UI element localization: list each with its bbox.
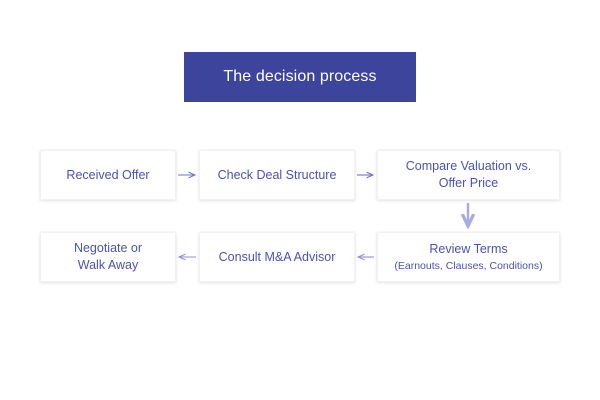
flow-node-label: Review Terms [429,241,508,256]
title-banner: The decision process [184,52,416,102]
flow-node-consult-advisor[interactable]: Consult M&A Advisor [199,232,355,282]
flow-node-compare-valuation[interactable]: Compare Valuation vs. Offer Price [377,150,560,200]
flow-node-negotiate-or-walk-away[interactable]: Negotiate or Walk Away [40,232,176,282]
page-title: The decision process [223,68,377,86]
flow-node-review-terms[interactable]: Review Terms (Earnouts, Clauses, Conditi… [377,232,560,282]
flow-node-label: Negotiate or Walk Away [73,241,143,272]
flow-node-label: Received Offer [66,167,150,182]
flow-node-check-deal-structure[interactable]: Check Deal Structure [199,150,355,200]
flow-node-label: Compare Valuation vs. Offer Price [405,159,532,190]
flow-node-sublabel: (Earnouts, Clauses, Conditions) [394,259,543,272]
flow-node-received-offer[interactable]: Received Offer [40,150,176,200]
flow-node-label: Consult M&A Advisor [218,249,336,264]
flow-node-label: Check Deal Structure [217,167,337,182]
